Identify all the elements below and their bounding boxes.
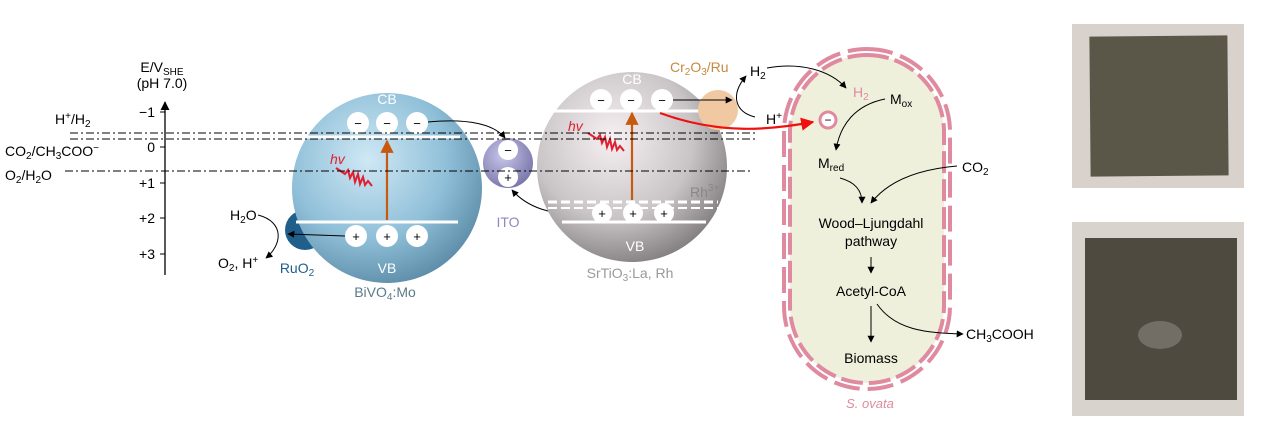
electron: −	[627, 93, 635, 108]
hole: +	[598, 206, 606, 221]
mox-label: Mox	[890, 91, 912, 110]
tick-label: +1	[139, 175, 155, 191]
reduction-arrow	[833, 98, 886, 151]
biomass-label: Biomass	[844, 350, 898, 366]
ito-label: ITO	[496, 214, 519, 230]
h2o-label: H2O	[230, 207, 257, 226]
redox-potential-lines	[65, 132, 755, 172]
acetate-label: CH3COOH	[966, 326, 1034, 345]
acetyl-coa-label: Acetyl-CoA	[836, 283, 907, 299]
sample-photo-bottom	[1072, 222, 1244, 416]
tick-label: +2	[139, 210, 155, 226]
hv-label: hv	[330, 151, 346, 167]
proton-label: H+	[766, 111, 782, 127]
ruo2-label: RuO2	[280, 260, 315, 279]
photon-wave-icon	[587, 132, 625, 153]
pathway-label-2: pathway	[845, 233, 897, 249]
electron: −	[658, 93, 666, 108]
o2-couple-label: O2/H2O	[5, 167, 52, 186]
bivo4-label: BiVO4:Mo	[354, 284, 416, 303]
hv-label: hv	[568, 118, 584, 134]
acetate-export-arrow	[876, 303, 964, 338]
vb-label: VB	[626, 238, 645, 254]
s-ovata-cell	[782, 47, 952, 391]
electron: −	[597, 93, 605, 108]
vb-label: VB	[378, 260, 397, 276]
tick-label: 0	[147, 139, 155, 155]
sample-photo-top	[1072, 24, 1244, 188]
srtio3-particle: CB − − − + + + Rh3+ hv VB	[537, 71, 727, 262]
co2-uptake-arrow	[870, 165, 958, 204]
srtio3-label: SrTiO3:La, Rh	[587, 265, 674, 284]
axis-title: E/VSHE	[140, 59, 183, 78]
hole: +	[629, 206, 637, 221]
electron-to-ito-arrow	[427, 120, 506, 139]
mred-to-pathway-arrow	[839, 177, 866, 204]
cocatalyst-label: Cr2O3/Ru	[670, 59, 729, 78]
potential-axis: E/VSHE (pH 7.0) −1 0 +1 +2 +3	[137, 59, 188, 275]
electron-acceptor-icon	[818, 110, 838, 130]
mred-label: Mred	[818, 155, 844, 174]
electron: −	[413, 116, 421, 131]
photon-wave-icon	[335, 167, 373, 188]
svg-text:−: −	[504, 143, 512, 158]
tick-label: −1	[139, 104, 155, 120]
tick-label: +3	[139, 246, 155, 262]
hole: +	[383, 229, 391, 244]
bivo4-particle: CB − − − + + + hv VB	[292, 91, 482, 283]
h2-gas-label: H2	[750, 63, 766, 82]
hole: +	[413, 229, 421, 244]
hole-transfer-arrow	[287, 230, 346, 238]
svg-text:−: −	[824, 113, 831, 127]
hydrogen-evolution-arrow	[736, 75, 756, 118]
hole: +	[660, 206, 668, 221]
svg-text:+: +	[504, 170, 512, 185]
ito-particle: − +	[483, 138, 533, 188]
cb-label: CB	[377, 91, 396, 107]
electron: −	[354, 116, 362, 131]
water-oxidation-arrow	[257, 214, 279, 259]
organism-label: S. ovata	[846, 396, 894, 411]
co2-label: CO2	[962, 159, 989, 178]
h2-uptake-arrow	[766, 65, 847, 89]
axis-subtitle: (pH 7.0)	[137, 75, 188, 91]
electron: −	[383, 116, 391, 131]
pathway-label-1: Wood–Ljungdahl	[819, 215, 924, 231]
rh-level-label: Rh3+	[690, 183, 719, 200]
o2-product-label: O2, H+	[218, 255, 258, 274]
cb-label: CB	[622, 71, 641, 87]
electron-to-cell-arrow	[659, 111, 815, 131]
cell-h2-label: H2	[853, 84, 869, 103]
hole: +	[352, 229, 360, 244]
h-couple-label: H+/H2	[55, 111, 91, 130]
co2-couple-label: CO2/CH3COO−	[5, 143, 99, 162]
